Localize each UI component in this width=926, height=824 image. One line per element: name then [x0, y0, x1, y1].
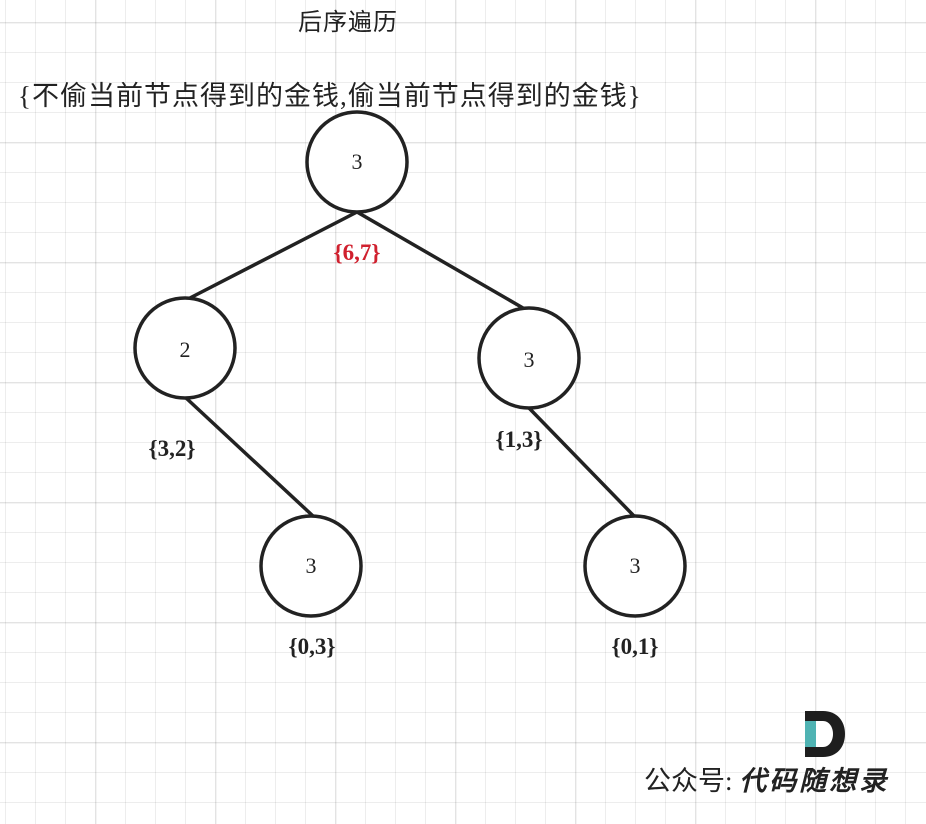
pair-right-right: {0,1}: [611, 634, 659, 659]
pair-left-right: {0,3}: [288, 634, 336, 659]
tree-node-right: [477, 306, 581, 410]
brand-logo-icon: [805, 711, 845, 757]
edge-left-leftright: [183, 395, 315, 518]
node-value-right: 3: [523, 347, 535, 372]
footer-brand: 代码随想录: [739, 766, 890, 796]
pair-right: {1,3}: [495, 427, 543, 452]
node-value-left-right: 3: [305, 553, 317, 578]
legend-description: {不偷当前节点得到的金钱,偷当前节点得到的金钱}: [18, 81, 642, 111]
node-value-left: 2: [179, 337, 191, 362]
pair-left: {3,2}: [148, 436, 196, 461]
edge-right-rightright: [527, 406, 636, 518]
edge-root-left: [187, 210, 358, 301]
edge-root-right: [356, 210, 524, 310]
tree-node-left: [133, 296, 237, 400]
pair-root: {6,7}: [333, 240, 381, 265]
tree-node-right-right: [583, 514, 687, 618]
node-value-root: 3: [351, 149, 363, 174]
footer-prefix: 公众号:: [644, 766, 733, 796]
node-value-right-right: 3: [629, 553, 641, 578]
diagram-title: 后序遍历: [298, 10, 398, 36]
footer-credit: 公众号: 代码随想录: [644, 759, 889, 798]
tree-node-root: [305, 110, 409, 214]
tree-node-left-right: [259, 514, 363, 618]
